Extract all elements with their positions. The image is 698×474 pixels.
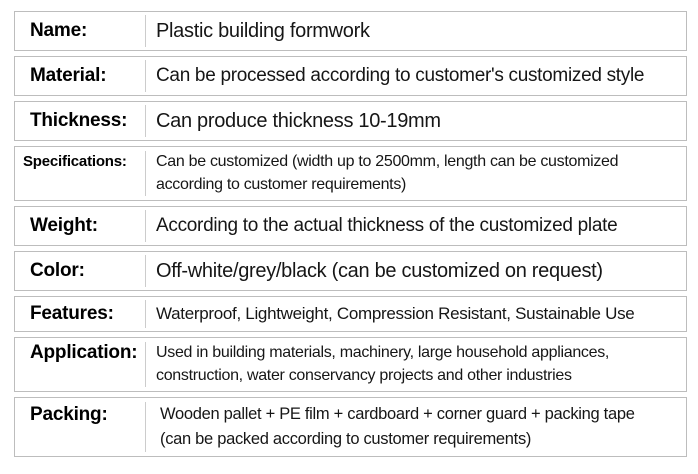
spec-label-packing: Packing:	[30, 404, 108, 425]
spec-value-weight: According to the actual thickness of the…	[145, 210, 686, 242]
spec-value-features: Waterproof, Lightweight, Compression Res…	[145, 300, 686, 328]
spec-label-name: Name:	[30, 20, 88, 41]
spec-value-name: Plastic building formwork	[145, 15, 686, 47]
spec-row-thickness: Thickness: Can produce thickness 10-19mm	[14, 101, 687, 141]
spec-value-packing: Wooden pallet + PE film + cardboard + co…	[145, 402, 686, 452]
spec-value-application: Used in building materials, machinery, l…	[145, 342, 686, 387]
spec-row-application: Application: Used in building materials,…	[14, 337, 687, 392]
spec-row-color: Color: Off-white/grey/black (can be cust…	[14, 251, 687, 291]
spec-value-thickness: Can produce thickness 10-19mm	[145, 105, 686, 137]
spec-label-color: Color:	[30, 260, 85, 281]
spec-row-material: Material: Can be processed according to …	[14, 56, 687, 96]
spec-label-weight: Weight:	[30, 215, 98, 236]
spec-row-weight: Weight: According to the actual thicknes…	[14, 206, 687, 246]
spec-row-packing: Packing: Wooden pallet + PE film + cardb…	[14, 397, 687, 457]
spec-row-specifications: Specifications: Can be customized (width…	[14, 146, 687, 201]
spec-label-specifications: Specifications:	[23, 153, 127, 170]
spec-label-thickness: Thickness:	[30, 110, 128, 131]
spec-row-name: Name: Plastic building formwork	[14, 11, 687, 51]
spec-value-material: Can be processed according to customer's…	[145, 60, 686, 92]
spec-label-features: Features:	[30, 303, 114, 324]
spec-value-specifications: Can be customized (width up to 2500mm, l…	[145, 151, 686, 196]
spec-value-color: Off-white/grey/black (can be customized …	[145, 255, 686, 287]
spec-row-features: Features: Waterproof, Lightweight, Compr…	[14, 296, 687, 332]
spec-label-material: Material:	[30, 65, 107, 86]
spec-label-application: Application:	[30, 342, 138, 363]
